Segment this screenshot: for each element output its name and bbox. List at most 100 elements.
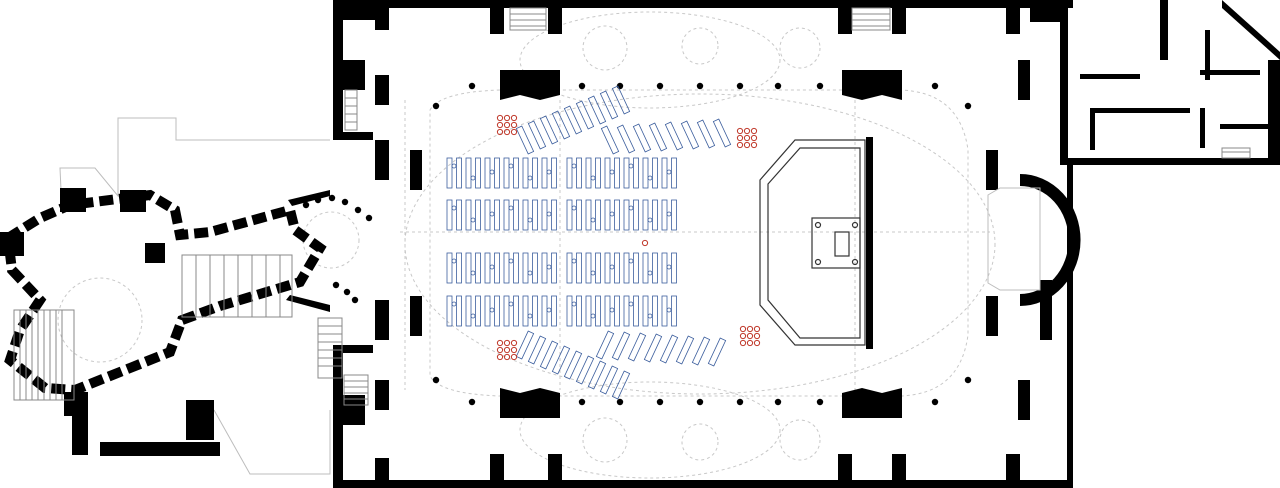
bench [604, 199, 611, 231]
bench [446, 157, 453, 189]
red-chair [739, 339, 747, 347]
bench [513, 199, 519, 231]
red-chair-cluster [739, 325, 761, 347]
bench [576, 157, 582, 189]
seat-figure [451, 163, 457, 169]
column [506, 82, 514, 90]
column [432, 376, 440, 384]
red-chair [503, 339, 511, 347]
bench [465, 295, 472, 327]
column [468, 82, 476, 90]
seat-figure [470, 270, 476, 276]
bench [623, 252, 630, 284]
bench [484, 157, 491, 189]
bench [614, 252, 620, 284]
column [343, 288, 351, 296]
red-chair [496, 114, 504, 122]
bench [513, 295, 519, 327]
diagonal-bench [551, 110, 571, 140]
diagonal-bench [648, 122, 668, 152]
seat-figure [590, 217, 596, 223]
bench [671, 157, 677, 189]
column [894, 398, 902, 406]
bench [541, 199, 548, 231]
bench [503, 252, 510, 284]
seat-figure [451, 205, 457, 211]
bench [671, 252, 677, 284]
column [816, 398, 824, 406]
diagonal-bench [527, 335, 547, 365]
diagonal-bench [587, 360, 607, 390]
red-chair [510, 353, 518, 361]
diagonal-bench [600, 125, 620, 155]
seat-figure [470, 217, 476, 223]
bench [661, 157, 668, 189]
red-chair [746, 325, 754, 333]
bench [484, 295, 491, 327]
apse [987, 174, 1081, 306]
seat-figure [590, 270, 596, 276]
red-chair [746, 339, 754, 347]
seat-figure [609, 169, 615, 175]
bench [522, 157, 529, 189]
diagonal-bench [563, 350, 583, 380]
red-chair [641, 239, 649, 247]
bench [633, 199, 639, 231]
bench [576, 199, 582, 231]
seat-figure [628, 258, 634, 264]
seat-figure [590, 313, 596, 319]
column [354, 206, 362, 214]
column [341, 198, 349, 206]
seat-figure [628, 205, 634, 211]
bench [566, 295, 573, 327]
seat-figure [571, 163, 577, 169]
bench [551, 295, 557, 327]
red-chair [510, 346, 518, 354]
red-chair-cluster [496, 114, 518, 136]
site-outline [59, 117, 331, 475]
red-chair [496, 121, 504, 129]
seat-figure [666, 264, 672, 270]
diagonal-bench [611, 331, 631, 361]
column [816, 82, 824, 90]
bench [642, 157, 649, 189]
seat-figure [666, 211, 672, 217]
bench [456, 199, 462, 231]
bench [541, 295, 548, 327]
bench [585, 199, 592, 231]
red-chair [736, 127, 744, 135]
red-chair [503, 346, 511, 354]
seat-figure [609, 264, 615, 270]
seat-figure [571, 301, 577, 307]
bench [652, 295, 658, 327]
column [894, 82, 902, 90]
seat-figure [647, 313, 653, 319]
column [736, 82, 744, 90]
bench [585, 157, 592, 189]
bench [503, 199, 510, 231]
column [365, 214, 373, 222]
red-chair [503, 128, 511, 136]
bench [633, 252, 639, 284]
bench [642, 295, 649, 327]
seat-figure [527, 217, 533, 223]
bench [585, 252, 592, 284]
diagonal-bench [712, 118, 732, 148]
diagonal-bench [611, 85, 631, 115]
column [541, 398, 549, 406]
diagonal-bench [707, 337, 727, 367]
red-chair-clusters [496, 114, 761, 361]
red-chair [496, 346, 504, 354]
column [351, 296, 359, 304]
red-chair [753, 339, 761, 347]
bench [671, 199, 677, 231]
bench [623, 295, 630, 327]
bench [513, 252, 519, 284]
seat-figure [666, 169, 672, 175]
bench [652, 252, 658, 284]
seat-figure [489, 169, 495, 175]
bench [671, 295, 677, 327]
column [656, 398, 664, 406]
red-chair [750, 141, 758, 149]
bench [475, 199, 481, 231]
